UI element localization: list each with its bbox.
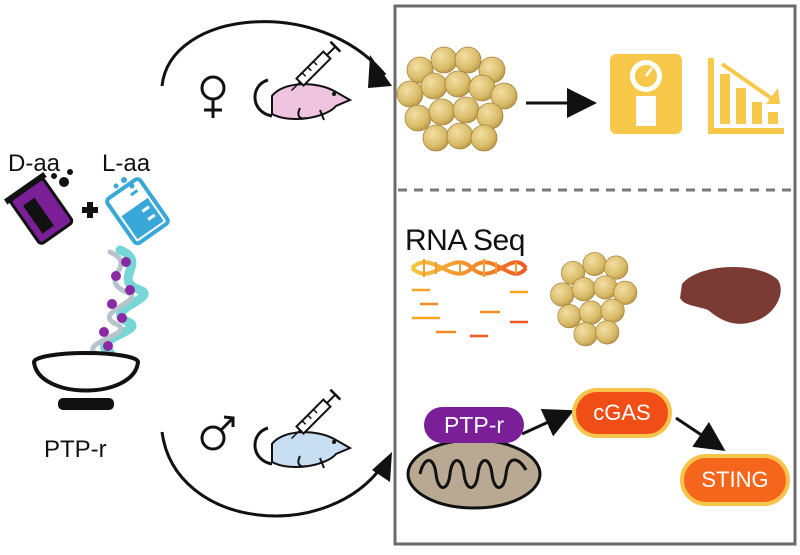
- ptp-to-cgas-arrow: [521, 409, 575, 437]
- d-aa-label: D-aa: [8, 150, 61, 177]
- cgas-pill: cGAS: [572, 388, 672, 438]
- d-aa-bubbles-icon: [51, 169, 73, 187]
- bottom-arrow-head: [372, 452, 392, 482]
- male-mouse-icon: [253, 426, 353, 469]
- dna-helix-icon: [410, 259, 528, 277]
- female-symbol-icon: [200, 75, 226, 118]
- peptide-helix-icon: [90, 245, 149, 357]
- male-symbol-icon: [200, 415, 235, 451]
- l-aa-beaker-icon: [105, 177, 170, 246]
- sting-pill: STING: [680, 454, 790, 506]
- rna-seq-label: RNA Seq: [405, 224, 525, 257]
- d-aa-beaker-icon: [3, 172, 74, 245]
- bottom-curved-arrow: [160, 431, 387, 518]
- mitochondrion-icon: [406, 438, 542, 510]
- weighing-scale-icon: [610, 54, 682, 134]
- declining-chart-icon: [708, 58, 784, 134]
- syringe-icon: [290, 388, 342, 440]
- top-curved-arrow: [160, 20, 387, 87]
- l-aa-droplets-icon: [113, 177, 135, 189]
- bowl-icon: [32, 351, 140, 410]
- l-aa-label: L-aa: [102, 150, 151, 177]
- sequencing-reads-icon: [412, 288, 528, 348]
- female-mouse-icon: [253, 78, 353, 121]
- ptp-r-pill: PTP-r: [424, 407, 524, 443]
- plus-icon: [82, 202, 98, 218]
- syringe-icon: [290, 40, 342, 92]
- cgas-to-sting-arrow: [675, 416, 726, 451]
- liver-icon: [680, 266, 781, 324]
- ptp-r-label: PTP-r: [44, 436, 107, 463]
- top-arrow-head: [368, 55, 392, 88]
